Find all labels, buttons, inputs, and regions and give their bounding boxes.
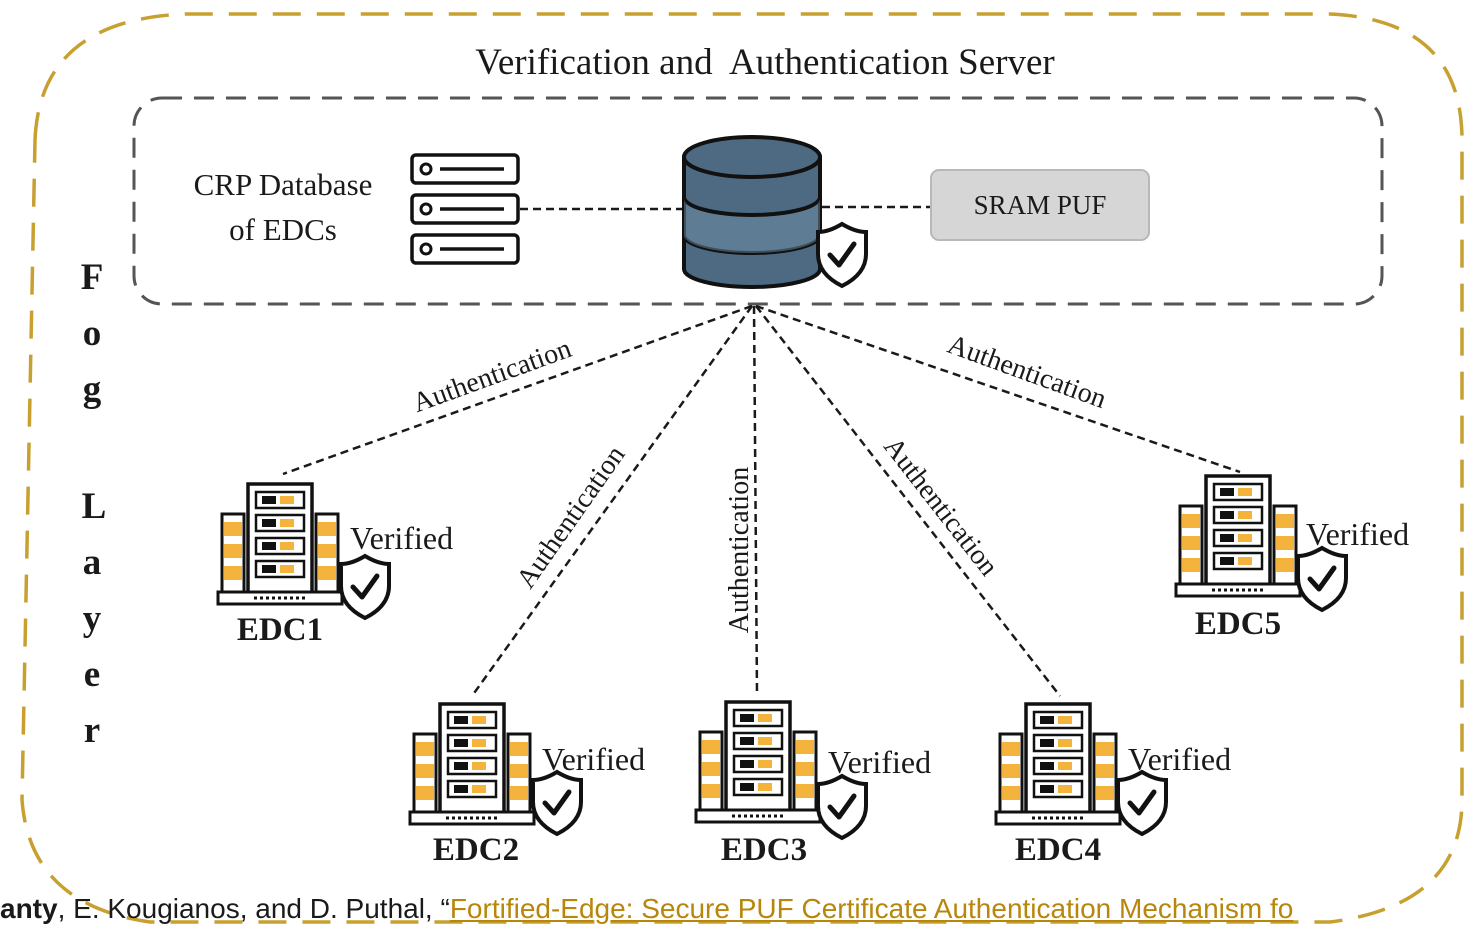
layer-letter: L bbox=[82, 486, 107, 527]
crp-database-label: CRP Database bbox=[194, 167, 373, 202]
citation-text: , E. Kougianos, and D. Puthal, “ bbox=[57, 893, 450, 924]
sram-puf-box bbox=[930, 169, 1150, 241]
layer-letter: g bbox=[83, 369, 102, 410]
layer-letter: a bbox=[83, 542, 102, 583]
edc3-label: EDC3 bbox=[721, 832, 807, 868]
auth-link-edc5 bbox=[755, 304, 1241, 474]
auth-label-edc5: Authentication bbox=[943, 329, 1110, 415]
paper-link[interactable]: Fortified-Edge: Secure PUF Certificate A… bbox=[449, 893, 1294, 924]
shield-check-icon bbox=[533, 772, 581, 834]
server-title: Verification and Authentication Server bbox=[475, 42, 1054, 83]
auth-label-edc3: Authentication bbox=[724, 467, 755, 633]
shield-check-icon bbox=[341, 556, 389, 618]
edc5-node: Verified EDC5 bbox=[1174, 474, 1409, 642]
server-rack-icon bbox=[410, 153, 520, 265]
edge-datacenter-icon bbox=[994, 702, 1122, 826]
fog-layer-boundary bbox=[20, 12, 1464, 924]
edge-datacenter-icon bbox=[694, 700, 822, 824]
edc2-node: Verified EDC2 bbox=[408, 702, 645, 868]
database-shield-icon bbox=[818, 224, 866, 286]
auth-link-edc1 bbox=[282, 304, 753, 476]
edc3-status: Verified bbox=[828, 744, 931, 780]
edc1-status: Verified bbox=[350, 520, 453, 556]
edc4-node: Verified EDC4 bbox=[994, 702, 1231, 868]
layer-letter: r bbox=[84, 710, 100, 751]
edge-datacenter-icon bbox=[216, 482, 344, 606]
edge-datacenter-icon bbox=[408, 702, 536, 826]
auth-link-edc4 bbox=[755, 305, 1061, 697]
shield-check-icon bbox=[818, 776, 866, 838]
layer-letter: e bbox=[84, 654, 100, 695]
sram-puf-label: SRAM PUF bbox=[974, 190, 1107, 220]
auth-link-edc2 bbox=[470, 305, 754, 697]
edge-datacenter-icon bbox=[1174, 474, 1302, 598]
fog-layer-label: F o g L a y e r bbox=[81, 257, 107, 751]
auth-label-edc2: Authentication bbox=[511, 440, 632, 594]
edc4-status: Verified bbox=[1128, 741, 1231, 777]
edc2-label: EDC2 bbox=[433, 832, 519, 868]
edc2-status: Verified bbox=[542, 741, 645, 777]
layer-letter: o bbox=[83, 313, 102, 354]
edc1-node: Verified EDC1 bbox=[216, 482, 453, 648]
shield-check-icon bbox=[1298, 548, 1346, 610]
shield-check-icon bbox=[1118, 772, 1166, 834]
edc5-label: EDC5 bbox=[1195, 606, 1281, 642]
server-boundary bbox=[132, 96, 1384, 306]
auth-label-edc1: Authentication bbox=[409, 333, 576, 419]
edc4-label: EDC4 bbox=[1015, 832, 1101, 868]
layer-letter: y bbox=[83, 598, 102, 639]
auth-label-edc4: Authentication bbox=[877, 432, 1004, 582]
layer-letter: F bbox=[81, 257, 104, 298]
citation-author: anty bbox=[0, 893, 58, 924]
edc1-label: EDC1 bbox=[237, 612, 323, 648]
database-icon bbox=[682, 135, 822, 289]
crp-database-label-2: of EDCs bbox=[229, 212, 337, 247]
edc3-node: Verified EDC3 bbox=[694, 700, 931, 868]
edc5-status: Verified bbox=[1306, 516, 1409, 552]
citation-line: anty, E. Kougianos, and D. Puthal, “Fort… bbox=[0, 891, 1473, 933]
